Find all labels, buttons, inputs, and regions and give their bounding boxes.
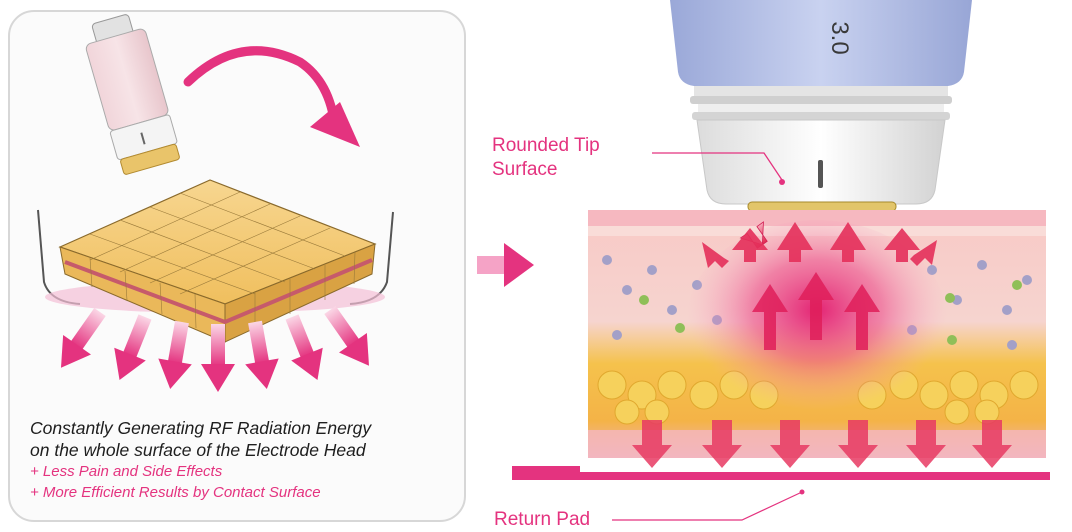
benefit-1: + Less Pain and Side Effects xyxy=(30,463,223,480)
benefit-2: + More Efficient Results by Contact Surf… xyxy=(30,484,321,501)
curved-arrow-icon xyxy=(183,46,360,147)
skin-cross-section-illustration: 3.0 xyxy=(512,0,1050,521)
handpiece-icon xyxy=(670,0,972,212)
tip-label-line-1: Rounded Tip xyxy=(492,135,600,156)
caption-line-2: on the whole surface of the Electrode He… xyxy=(30,440,366,460)
downward-arrows xyxy=(632,420,1012,468)
cartridge-icon xyxy=(85,14,180,175)
electrode-illustration xyxy=(37,14,394,392)
tip-pointer xyxy=(652,152,785,185)
transition-arrow-icon xyxy=(477,243,534,287)
return-pad-label: Return Pad xyxy=(494,509,591,530)
electrode-head-panel: Constantly Generating RF Radiation Energ… xyxy=(8,10,466,522)
handpiece-label: 3.0 xyxy=(826,21,853,54)
tip-label-line-2: Surface xyxy=(492,159,558,180)
upward-arrows xyxy=(702,222,937,268)
return-pad-icon xyxy=(512,466,1050,521)
rf-radiation-arrows xyxy=(60,305,370,392)
caption-line-1: Constantly Generating RF Radiation Energ… xyxy=(30,418,372,438)
caption-block: Constantly Generating RF Radiation Energ… xyxy=(30,417,464,503)
